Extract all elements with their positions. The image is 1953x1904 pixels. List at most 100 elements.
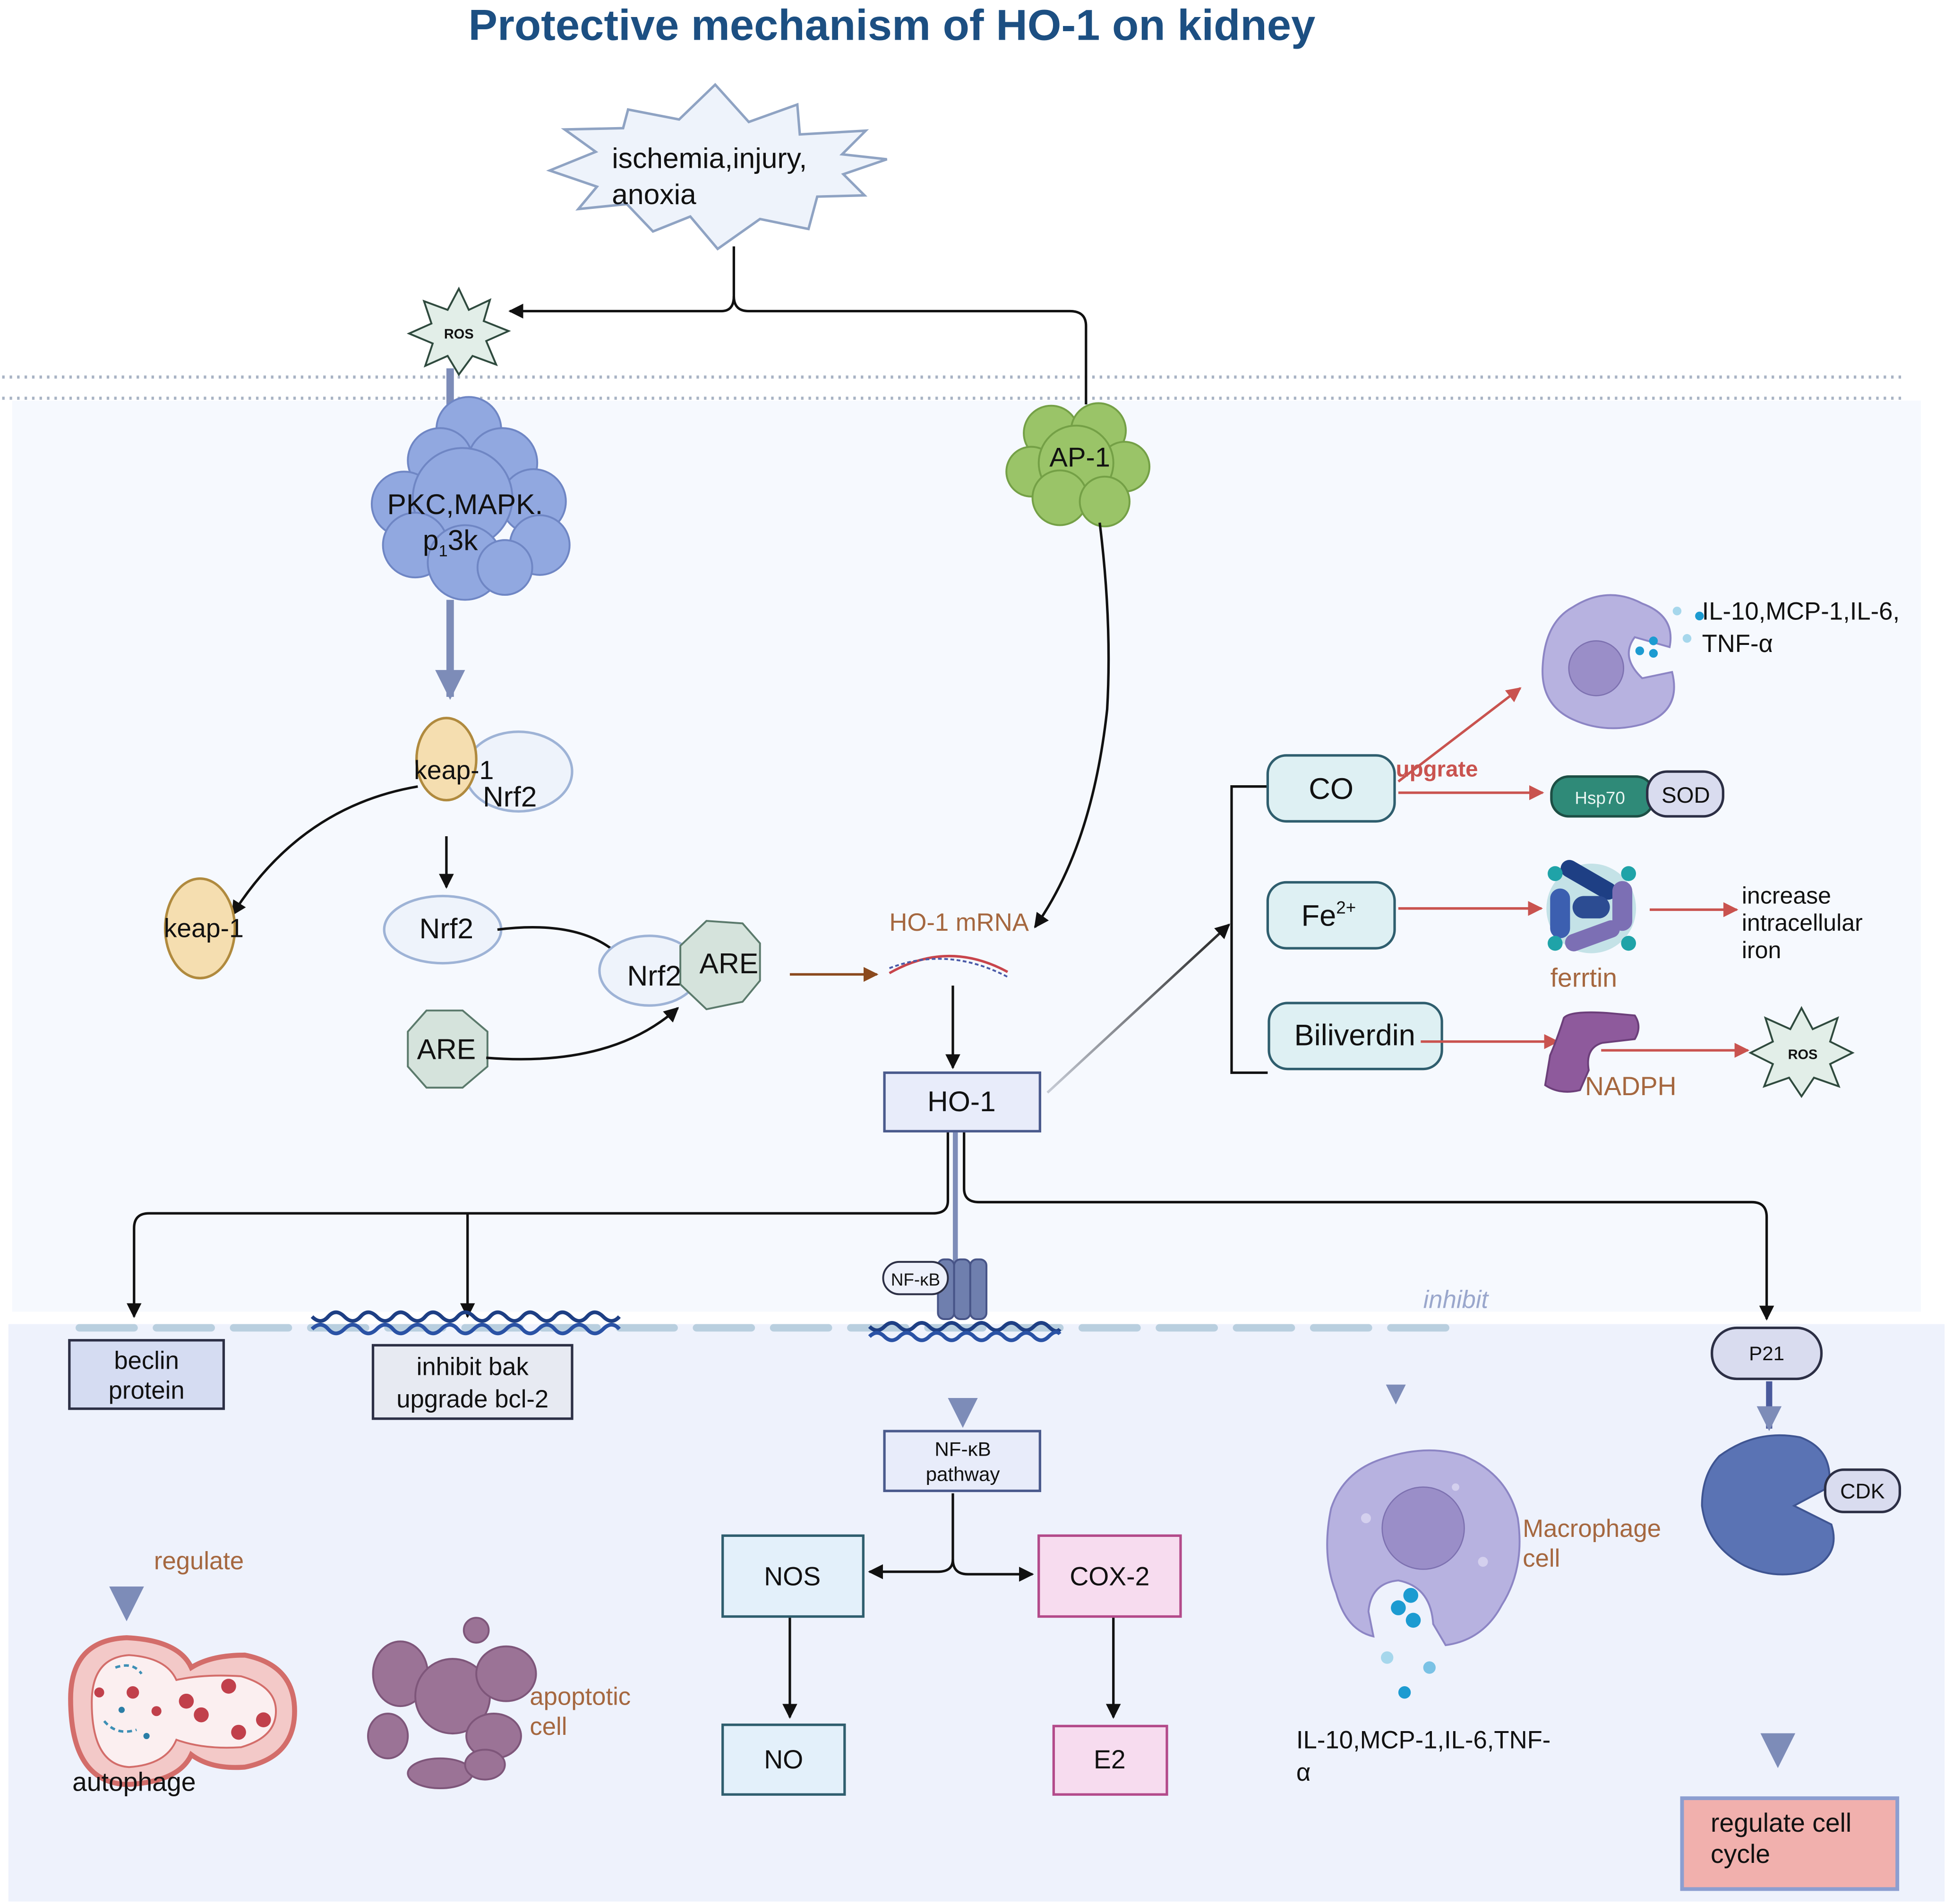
ap1-to-mrna-arrow [1034,522,1110,928]
nfkb-pathway-label-2: pathway [926,1463,1000,1485]
fe-label: Fe2+ [1301,898,1356,932]
macrophage-bottom [1326,1449,1521,1699]
bak-label-2: upgrade bcl-2 [396,1385,548,1413]
beclin-label-2: protein [109,1377,185,1405]
ros-right-label: ROS [1788,1047,1818,1063]
no-box [721,1724,846,1796]
cytoplasm-region [12,401,1921,1312]
nucleus-region [8,1324,1945,1902]
are-to-complex-arrow [486,1007,679,1061]
apoptotic-cell [367,1617,537,1790]
ap1-label: AP-1 [1049,443,1110,473]
macrophage-label-2: cell [1523,1544,1560,1572]
apoptotic-label-2: cell [530,1713,567,1741]
p21-label: P21 [1749,1342,1784,1364]
stimulus-label-2: anoxia [612,178,696,210]
ros-top-label: ROS [444,326,474,342]
autophage-label: autophage [72,1767,196,1796]
co-label: CO [1309,772,1353,806]
nfkb-to-cox2-arrow [951,1559,1034,1582]
cytokines-top-1: IL-10,MCP-1,IL-6, [1702,598,1900,626]
iron-label-2: intracellular [1742,909,1863,936]
nfkb-receptor-tag [882,1261,949,1295]
p21-pill [1711,1326,1823,1381]
cdk-pill [1824,1468,1902,1513]
nrf2-are-are [679,920,761,1011]
fe-box [1266,881,1396,950]
cytokines-bottom-2: α [1296,1758,1311,1786]
iron-label-3: iron [1742,937,1781,963]
pkc-label-2: p13k [423,524,478,560]
apoptotic-label-1: apoptotic [530,1683,631,1711]
nfkb-pathway-label-1: NF-κB [934,1438,991,1460]
cell-cycle-box [1680,1796,1900,1891]
mrna-strand-b [889,958,1008,978]
release-keap-arrow [231,785,418,916]
nrf2-are-are-label: ARE [700,947,759,979]
nos-box [721,1534,865,1618]
ho1-to-beclin-arrow [126,1132,950,1318]
ho1-mrna-label: HO-1 mRNA [889,909,1029,936]
ap1-protein [1005,402,1151,528]
co-to-macrophage-arrow [1397,687,1522,783]
nfkb-receptor-label: NF-κB [891,1270,940,1289]
nadph-label: NADPH [1585,1072,1677,1101]
stimulus-to-ros-arrow [508,246,736,319]
e2-label: E2 [1094,1745,1126,1774]
no-label: NO [764,1745,803,1774]
biliverdin-box [1268,1002,1443,1071]
co-box [1266,754,1396,823]
ros-right-star [1748,1006,1855,1098]
e2-box [1052,1724,1168,1796]
keap1-bound-label: keap-1 [414,755,494,785]
keap1-bound [415,717,478,802]
macrophage-top [1542,594,1704,729]
bak-label-1: inhibit bak [417,1353,529,1381]
keap1-free [164,877,236,979]
hsp70-label: Hsp70 [1575,789,1625,808]
stimulus-to-ap1-line [732,296,1088,405]
ros-top-star [406,286,511,377]
sod-label: SOD [1662,783,1710,808]
ferritin-label: ferrtin [1550,963,1617,993]
sod-pill [1646,770,1725,818]
cdk-label: CDK [1840,1479,1885,1503]
cytokines-bottom-1: IL-10,MCP-1,IL-6,TNF- [1296,1726,1550,1754]
stimulus-label-1: ischemia,injury, [612,142,807,174]
cox2-box [1037,1534,1182,1618]
ho1-box [883,1071,1041,1132]
macrophage-label-1: Macrophage [1523,1515,1661,1543]
iron-label-1: increase [1742,882,1831,909]
cdk-protein [1701,1434,1835,1576]
mrna-strand-a [889,954,1009,975]
cell-cycle-label-1: regulate cell [1711,1808,1851,1837]
biliverdin-label: Biliverdin [1294,1019,1415,1052]
autophagosome [68,1635,297,1787]
upgrate-label: upgrate [1396,757,1478,782]
regulate-label: regulate [154,1547,244,1575]
nos-label: NOS [764,1562,821,1591]
page-title: Protective mechanism of HO-1 on kidney [469,0,1316,49]
products-bracket [1230,785,1268,1074]
keap1-free-label: keap-1 [164,913,244,943]
pkc-label-1: PKC,MAPK. [387,488,543,520]
nrf2-free-label: Nrf2 [420,912,473,944]
ho1-label: HO-1 [927,1085,996,1117]
stimulus-starburst [546,83,888,251]
ho1-to-p21-arrow [963,1132,1774,1321]
beclin-box [68,1339,225,1410]
are-free-label: ARE [417,1033,476,1065]
bak-box [371,1344,574,1420]
dna-helix-left [310,1310,621,1336]
nrf2-bound-label: Nrf2 [483,780,537,813]
ferritin-protein [1546,860,1636,953]
beclin-label-1: beclin [114,1347,179,1374]
are-free [407,1009,488,1089]
cytokines-top-2: TNF-α [1702,630,1773,658]
cox2-label: COX-2 [1070,1562,1149,1591]
nfkb-pathway-box [883,1430,1041,1492]
nadph-protein [1544,1011,1640,1093]
cell-cycle-label-2: cycle [1711,1839,1770,1869]
